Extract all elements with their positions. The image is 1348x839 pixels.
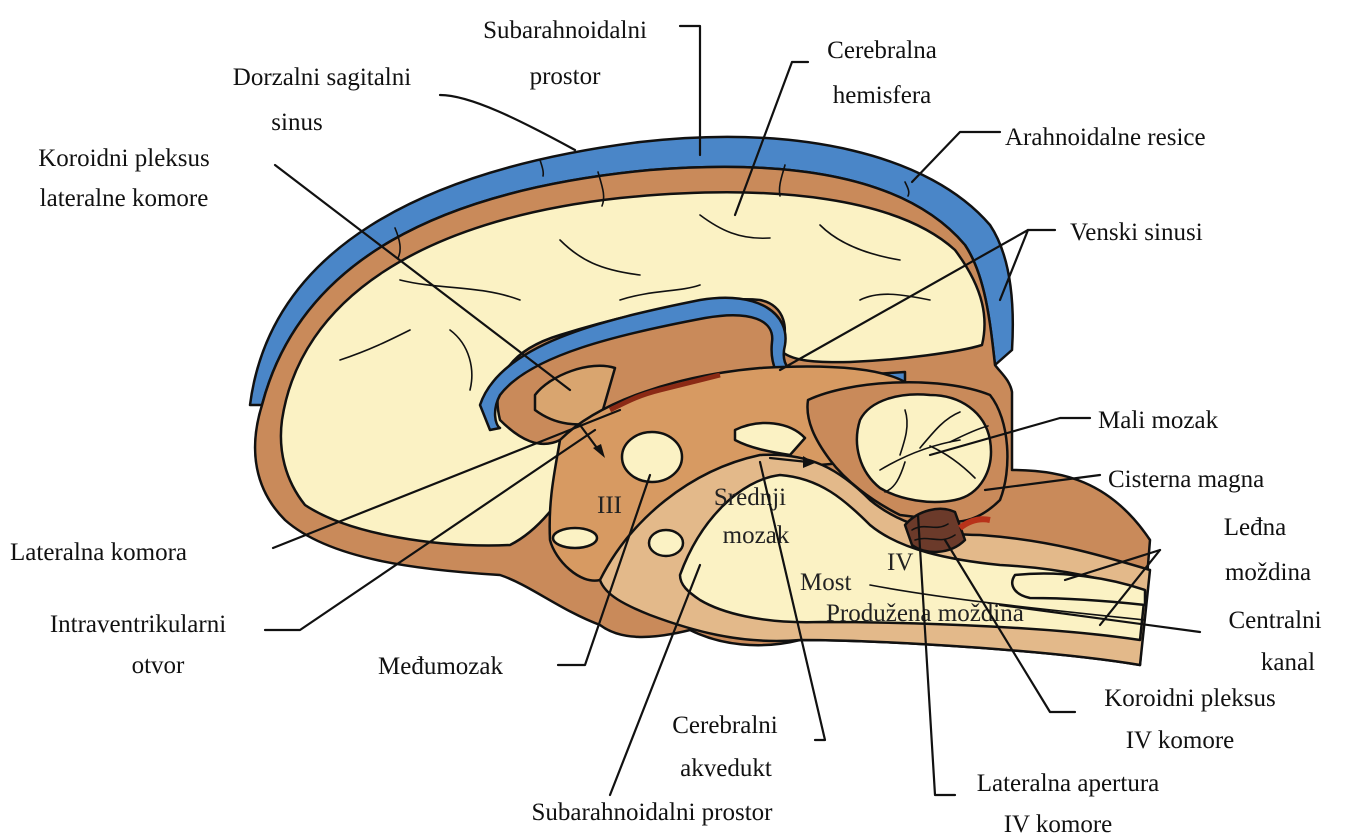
label-subarahnoidalni-top-1: Subarahnoidalni bbox=[483, 17, 647, 44]
label-medumozak: Međumozak bbox=[378, 653, 503, 680]
label-koroidni-lateralne-1: Koroidni pleksus bbox=[38, 145, 210, 172]
label-koroidni-lateralne-2: lateralne komore bbox=[40, 185, 209, 212]
label-lateralna-komora: Lateralna komora bbox=[10, 539, 187, 566]
label-venski-sinusi: Venski sinusi bbox=[1070, 219, 1203, 246]
leader-subarahnoidalni-top bbox=[680, 26, 700, 155]
label-cisterna-magna: Cisterna magna bbox=[1108, 466, 1264, 493]
label-koroidni-iv-2: IV komore bbox=[1126, 727, 1235, 754]
ventricle-iv-label: IV bbox=[887, 549, 913, 576]
label-subarahnoidalni-top-2: prostor bbox=[530, 63, 602, 90]
label-intraventrikularni-1: Intraventrikularni bbox=[50, 611, 226, 638]
optic-recess bbox=[553, 528, 597, 548]
label-cerebralna-hemisfera-2: hemisfera bbox=[833, 82, 932, 109]
label-dorzalni-sinus-1: Dorzalni sagitalni bbox=[233, 64, 411, 91]
label-intraventrikularni-2: otvor bbox=[132, 652, 185, 679]
label-dorzalni-sinus-2: sinus bbox=[271, 109, 322, 136]
srednji-mozak-label-1: Srednji bbox=[714, 484, 786, 511]
pituitary-recess bbox=[649, 530, 683, 556]
label-lateralna-apertura-1: Lateralna apertura bbox=[977, 770, 1160, 797]
label-cerebralna-hemisfera-1: Cerebralna bbox=[827, 37, 937, 64]
label-arahnoidalne-resice: Arahnoidalne resice bbox=[1005, 124, 1206, 151]
label-koroidni-iv-1: Koroidni pleksus bbox=[1104, 685, 1276, 712]
leader-arahnoidalne-resice bbox=[912, 132, 1000, 182]
label-centralni-1: Centralni bbox=[1228, 607, 1321, 634]
leader-dorzalni-sinus bbox=[440, 95, 575, 150]
brain-anatomy bbox=[250, 137, 1150, 665]
label-akvedukt-1: Cerebralni bbox=[672, 712, 778, 739]
label-akvedukt-2: akvedukt bbox=[680, 755, 772, 782]
label-ledna-2: moždina bbox=[1225, 559, 1311, 586]
label-lateralna-apertura-2: IV komore bbox=[1004, 811, 1113, 838]
label-centralni-2: kanal bbox=[1261, 649, 1315, 676]
cerebellum bbox=[857, 394, 991, 502]
label-subarahnoidalni-bottom: Subarahnoidalni prostor bbox=[532, 799, 774, 826]
ventricle-iii-label: III bbox=[597, 492, 622, 519]
massa-intermedia bbox=[622, 432, 682, 482]
label-ledna-1: Leđna bbox=[1224, 514, 1286, 541]
label-mali-mozak: Mali mozak bbox=[1098, 407, 1219, 434]
most-label: Most bbox=[800, 569, 851, 596]
